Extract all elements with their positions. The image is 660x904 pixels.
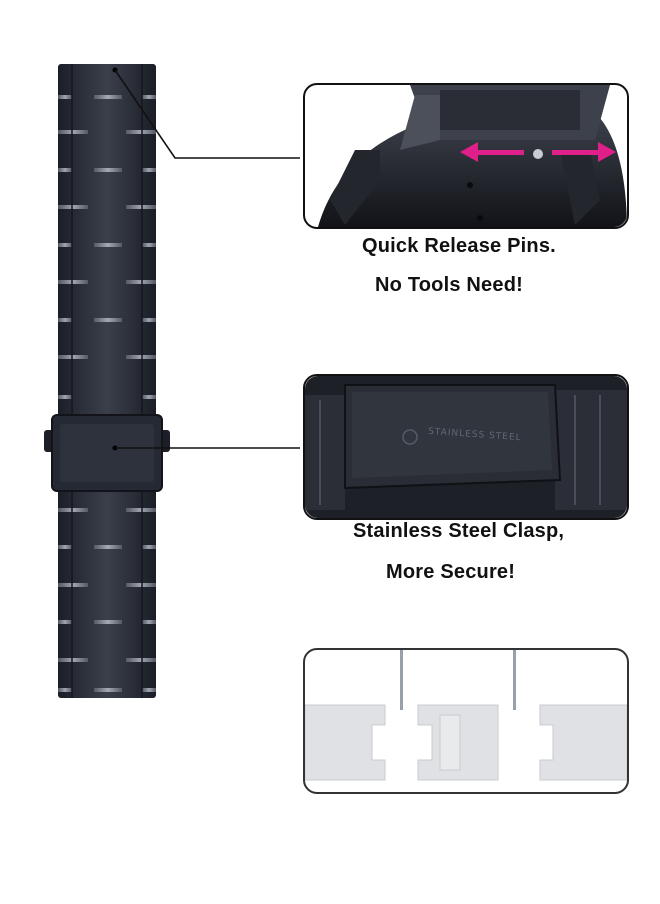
quick-release-caption-line1: Quick Release Pins. xyxy=(362,235,556,257)
band-link-rows xyxy=(58,95,156,692)
clasp-caption-line2: More Secure! xyxy=(386,561,516,583)
band-body xyxy=(58,64,156,698)
clasp-photo xyxy=(305,376,627,518)
links-frame xyxy=(303,648,629,794)
clasp-frame xyxy=(303,374,629,520)
quick-release-caption-line2: No Tools Need! xyxy=(375,274,523,296)
release-arrow-icon xyxy=(460,142,616,162)
band-clasp xyxy=(44,414,170,492)
watch-band xyxy=(44,64,170,698)
leader-line-top xyxy=(114,69,300,159)
clasp-caption-line1: Stainless Steel Clasp, xyxy=(353,520,565,542)
quick-release-photo xyxy=(305,85,627,227)
links-diagram xyxy=(305,650,627,792)
quick-release-frame xyxy=(303,83,629,229)
leader-lines xyxy=(114,69,300,449)
